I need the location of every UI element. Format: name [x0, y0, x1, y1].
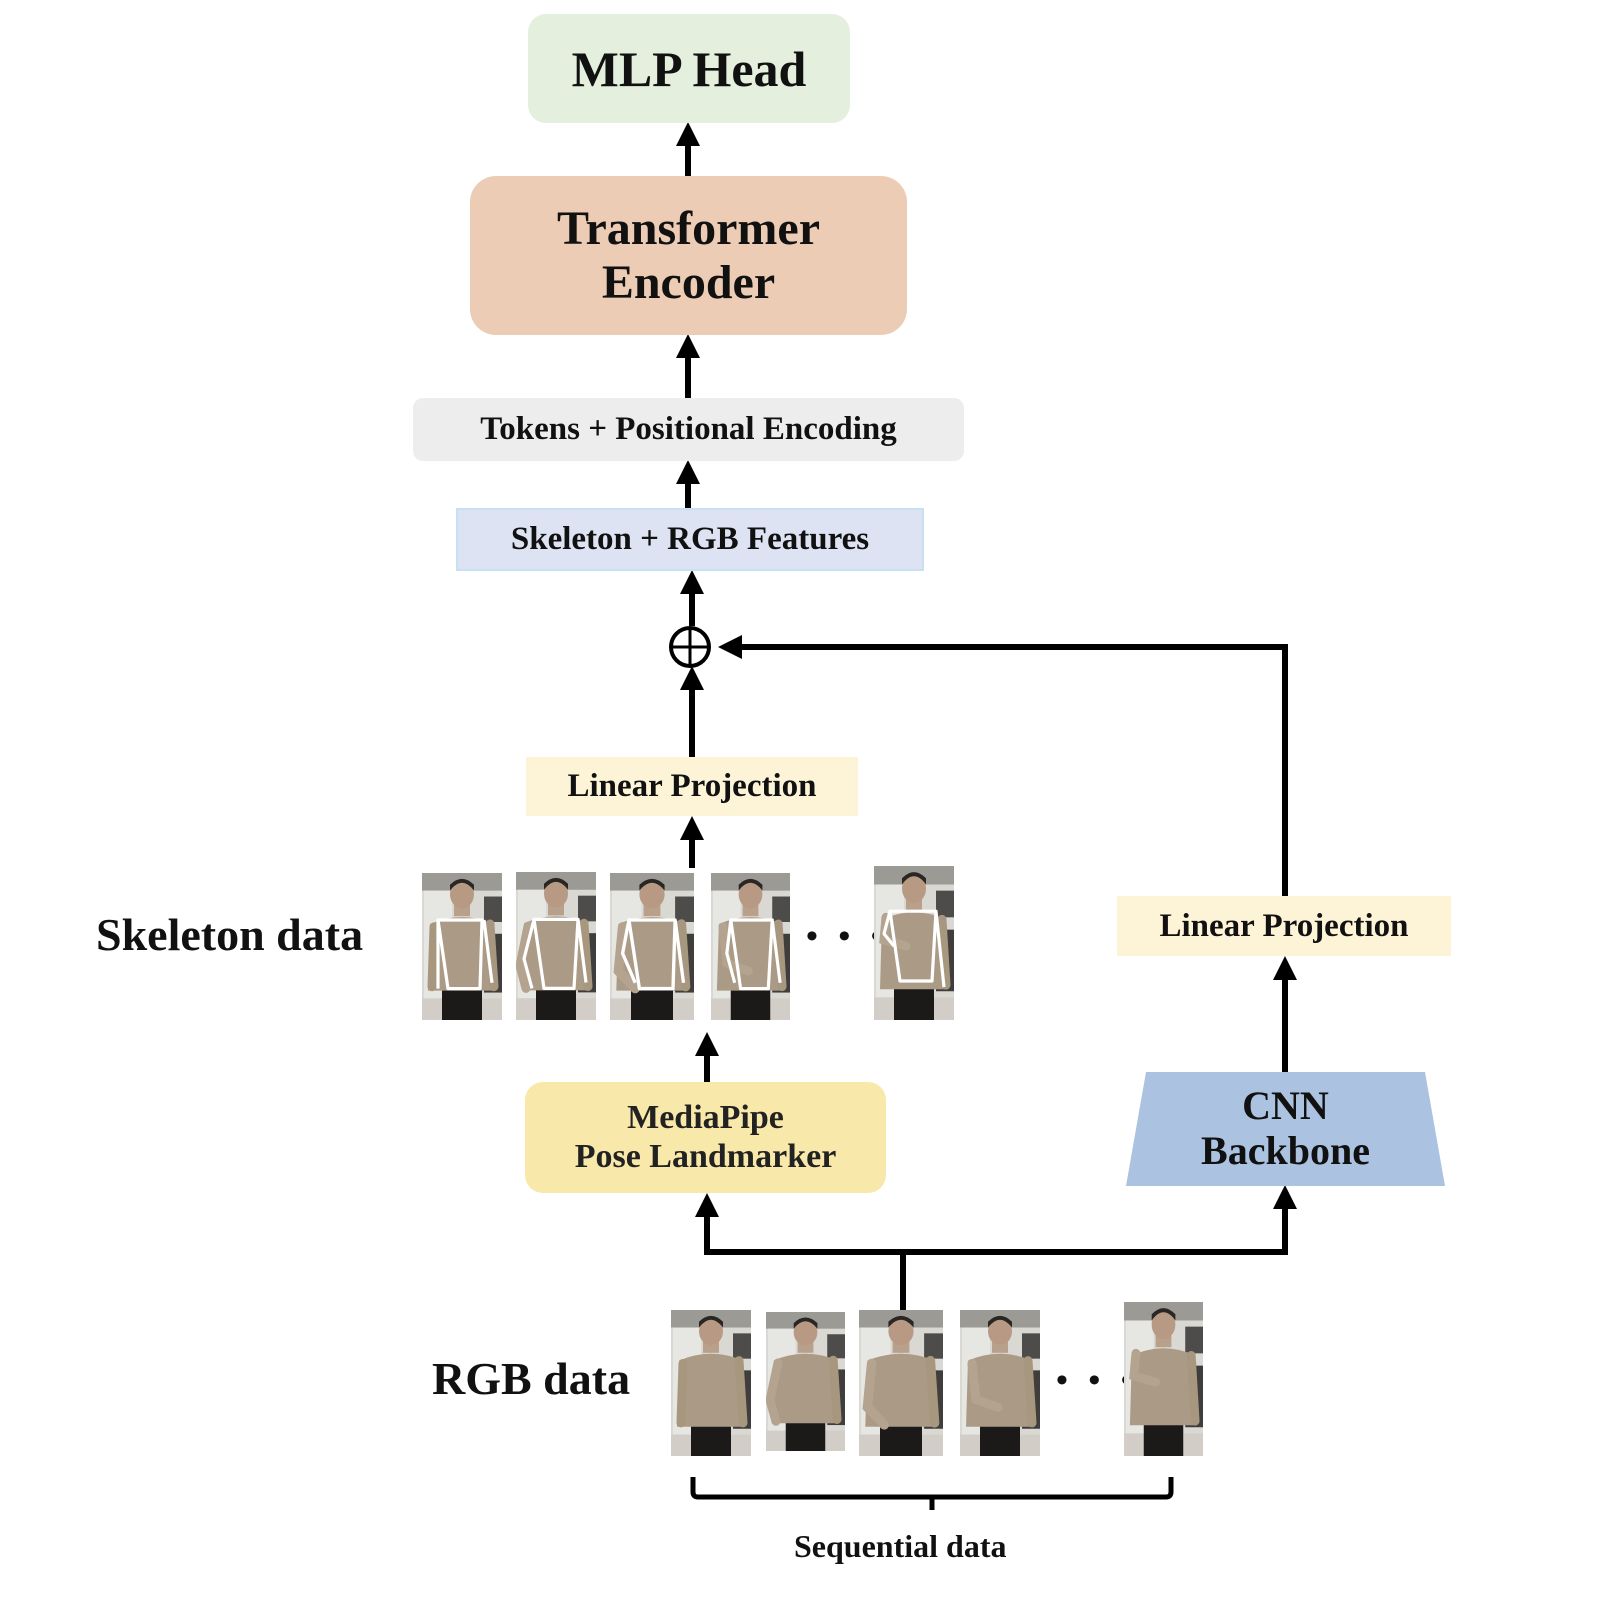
rgb-ellipsis: • • •: [1056, 1362, 1139, 1399]
mlp-head-block: MLP Head: [528, 14, 850, 123]
skeleton-frame-image: [516, 872, 596, 1020]
features-label: Skeleton + RGB Features: [510, 521, 870, 558]
skeleton-data-label: Skeleton data: [96, 909, 364, 960]
rgb-frame-image: [960, 1310, 1040, 1456]
rgb-frame-image: [1124, 1302, 1203, 1456]
arrow-rgb-to-cnn: [903, 1185, 1297, 1255]
mlp-head-label: MLP Head: [571, 40, 807, 97]
skeleton-frame-image: [610, 873, 694, 1020]
cnn-label-line2: Backbone: [1201, 1128, 1370, 1173]
mediapipe-pose-landmarker-block: MediaPipe Pose Landmarker: [525, 1082, 886, 1193]
tokens-positional-encoding-block: Tokens + Positional Encoding: [413, 398, 964, 461]
rgb-frame-image: [671, 1310, 751, 1456]
arrow-linproj-rgb-to-fusion: [718, 635, 1288, 896]
transformer-label-line2: Encoder: [601, 255, 776, 309]
cnn-trapezoid-shape: [1126, 1072, 1445, 1186]
rgb-frame-image: [766, 1312, 845, 1451]
mediapipe-label-line1: MediaPipe: [627, 1099, 784, 1137]
linproj-skeleton-label: Linear Projection: [567, 768, 817, 805]
skeleton-frame-image: [711, 873, 790, 1020]
sequential-data-label: Sequential data: [794, 1528, 1007, 1564]
mediapipe-label-line2: Pose Landmarker: [574, 1137, 837, 1175]
skeleton-frame-image: [874, 866, 954, 1020]
rgb-data-label: RGB data: [432, 1353, 631, 1404]
cnn-backbone-block: CNN Backbone: [1126, 1072, 1445, 1186]
skeleton-rgb-features-block: Skeleton + RGB Features: [456, 508, 924, 571]
fusion-plus-icon: [669, 626, 711, 668]
linproj-rgb-label: Linear Projection: [1159, 907, 1409, 944]
linear-projection-skeleton-block: Linear Projection: [526, 757, 858, 816]
transformer-label-line1: Transformer: [556, 201, 820, 255]
skeleton-frame-image: [422, 873, 502, 1020]
skeleton-ellipsis: • • •: [806, 918, 889, 955]
cnn-label-line1: CNN: [1242, 1083, 1329, 1129]
sequential-bracket: [690, 1477, 1174, 1510]
arrow-rgb-to-mediapipe: [695, 1193, 903, 1255]
linear-projection-rgb-block: Linear Projection: [1117, 896, 1451, 956]
rgb-frame-image: [859, 1310, 943, 1456]
tokens-label: Tokens + Positional Encoding: [480, 411, 897, 448]
transformer-encoder-block: Transformer Encoder: [470, 176, 907, 335]
